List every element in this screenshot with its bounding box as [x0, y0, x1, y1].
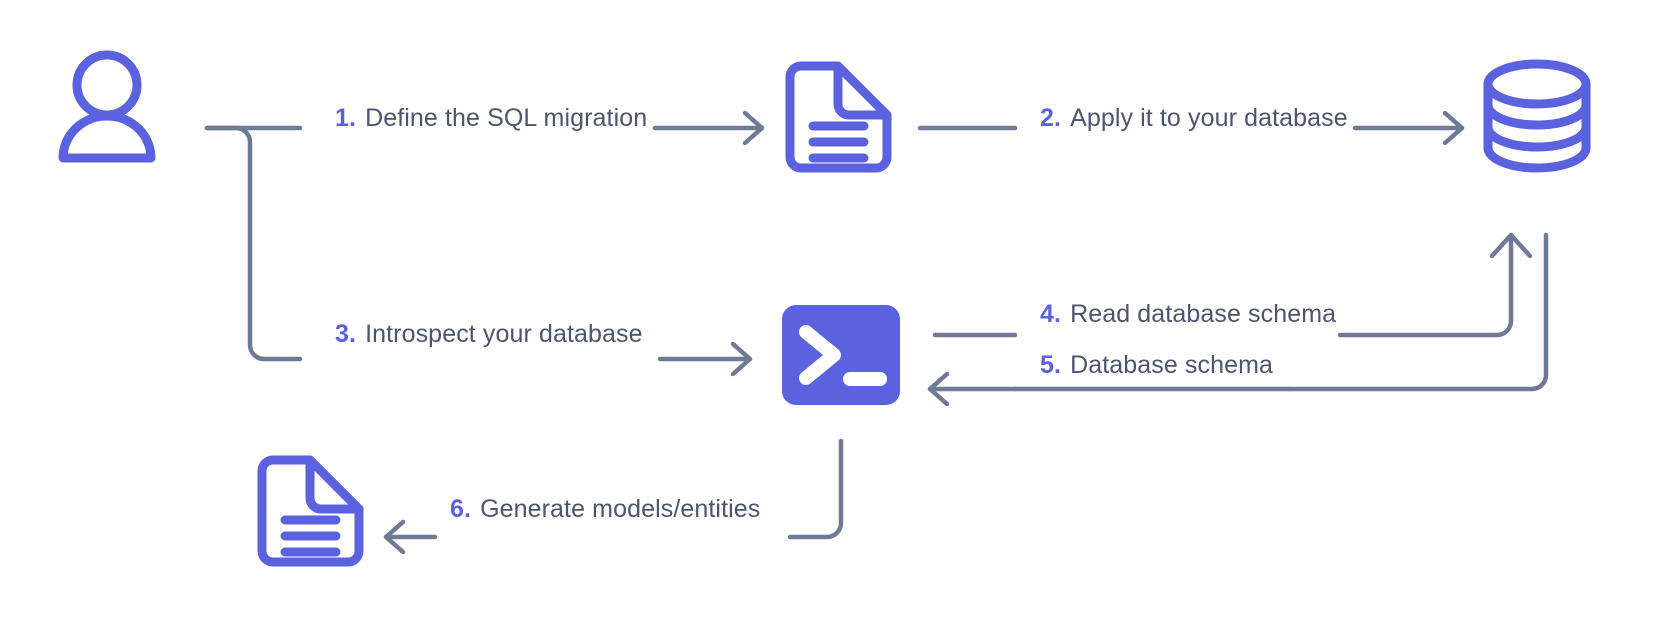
- connector-user-branch: [204, 125, 303, 362]
- step-text: Introspect your database: [365, 320, 643, 348]
- step-text: Apply it to your database: [1070, 104, 1348, 132]
- step-label-6: 6. Generate models/entities: [450, 497, 760, 522]
- step-label-4: 4. Read database schema: [1040, 302, 1336, 327]
- step-number: 3.: [335, 320, 357, 348]
- step-text: Generate models/entities: [480, 495, 761, 523]
- step-label-1: 1. Define the SQL migration: [335, 106, 647, 131]
- connector-step6: [383, 438, 844, 555]
- step-label-3: 3. Introspect your database: [335, 322, 643, 347]
- database-icon: [1483, 59, 1591, 173]
- step-number: 6.: [450, 495, 472, 523]
- connector-step2-arrow: [1352, 110, 1465, 146]
- step-number: 1.: [335, 104, 357, 132]
- step-number: 4.: [1040, 300, 1062, 328]
- step-label-2: 2. Apply it to your database: [1040, 106, 1348, 131]
- connector-step3-arrow: [657, 341, 753, 377]
- connector-step4: [932, 232, 1533, 338]
- step-number: 2.: [1040, 104, 1062, 132]
- step-number: 5.: [1040, 351, 1062, 379]
- connector-step1-arrow: [652, 110, 765, 146]
- step-text: Define the SQL migration: [365, 104, 648, 132]
- step-label-5: 5. Database schema: [1040, 353, 1273, 378]
- user-icon: [58, 50, 156, 163]
- step-text: Database schema: [1070, 351, 1274, 379]
- terminal-icon: [782, 305, 900, 405]
- connector-step5: [927, 232, 1549, 407]
- document-icon: [257, 455, 364, 567]
- step-text: Read database schema: [1070, 300, 1337, 328]
- document-icon: [785, 61, 892, 173]
